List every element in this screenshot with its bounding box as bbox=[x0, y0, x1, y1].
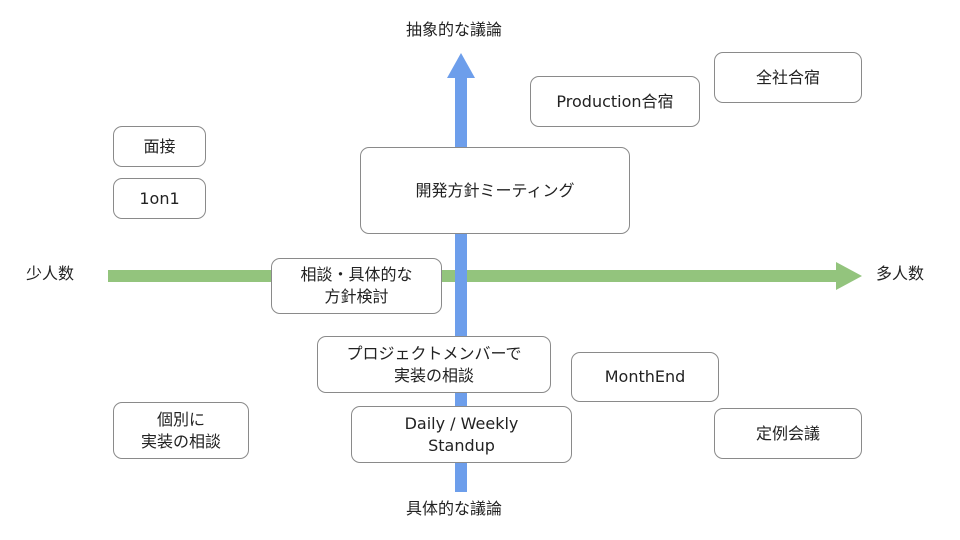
box-interview: 面接 bbox=[113, 126, 206, 167]
box-production-camp: Production合宿 bbox=[530, 76, 700, 127]
axis-label-abstract: 抽象的な議論 bbox=[406, 20, 503, 39]
axis-label-concrete: 具体的な議論 bbox=[406, 499, 503, 518]
box-individual-consult: 個別に 実装の相談 bbox=[113, 402, 249, 459]
box-company-camp: 全社合宿 bbox=[714, 52, 862, 103]
box-daily-weekly-standup: Daily / Weekly Standup bbox=[351, 406, 572, 463]
axis-label-few-people: 少人数 bbox=[26, 264, 75, 283]
box-regular-meeting: 定例会議 bbox=[714, 408, 862, 459]
box-1on1: 1on1 bbox=[113, 178, 206, 219]
box-month-end: MonthEnd bbox=[571, 352, 719, 402]
vertical-axis-arrowhead bbox=[447, 53, 475, 78]
box-project-member-consult: プロジェクトメンバーで 実装の相談 bbox=[317, 336, 551, 393]
axis-label-many-people: 多人数 bbox=[876, 264, 925, 283]
horizontal-axis-arrowhead bbox=[836, 262, 862, 290]
box-consultation-policy: 相談・具体的な 方針検討 bbox=[271, 258, 442, 314]
box-dev-policy-meeting: 開発方針ミーティング bbox=[360, 147, 630, 234]
